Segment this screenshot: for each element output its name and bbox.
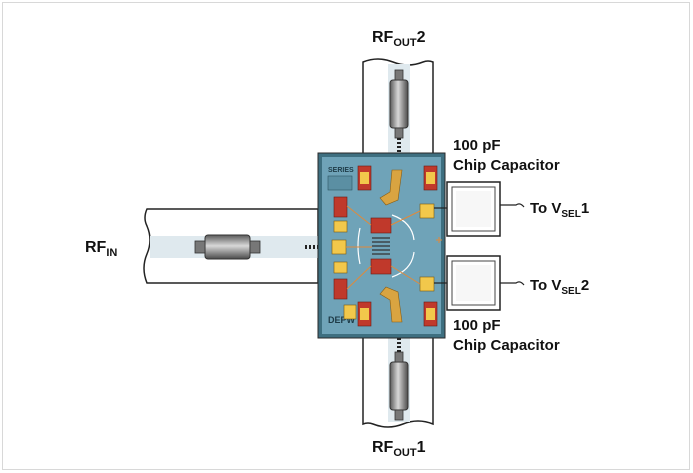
capacitor-top-label-line1: 100 pF: [453, 137, 501, 154]
chip-bottom-marking: DEPW: [328, 315, 356, 325]
rf-out2-label: RFOUT2: [372, 29, 426, 49]
capacitor-top-label-line2: Chip Capacitor: [453, 157, 560, 174]
capacitor-bottom-label-line1: 100 pF: [453, 317, 501, 334]
rf-out1-connector: [389, 361, 409, 411]
chip-top-marking: SERIES: [328, 167, 354, 174]
rf-out1-transmission-line: [362, 318, 434, 428]
vsel1-label: To VSEL1: [530, 200, 589, 220]
rf-out2-transmission-line: [362, 58, 434, 175]
rf-in-label: RFIN: [85, 239, 117, 259]
rf-out2-connector: [389, 79, 409, 129]
rf-in-transmission-line: [143, 208, 338, 284]
chip-capacitor-1: [434, 181, 525, 237]
rf-in-connector: [204, 234, 251, 260]
capacitor-bottom-label-line2: Chip Capacitor: [453, 337, 560, 354]
chip-capacitor-2: [434, 255, 525, 311]
vsel2-label: To VSEL2: [530, 277, 589, 297]
rf-out1-label: RFOUT1: [372, 439, 426, 459]
switch-chip: SERIES DEPW: [317, 152, 446, 339]
